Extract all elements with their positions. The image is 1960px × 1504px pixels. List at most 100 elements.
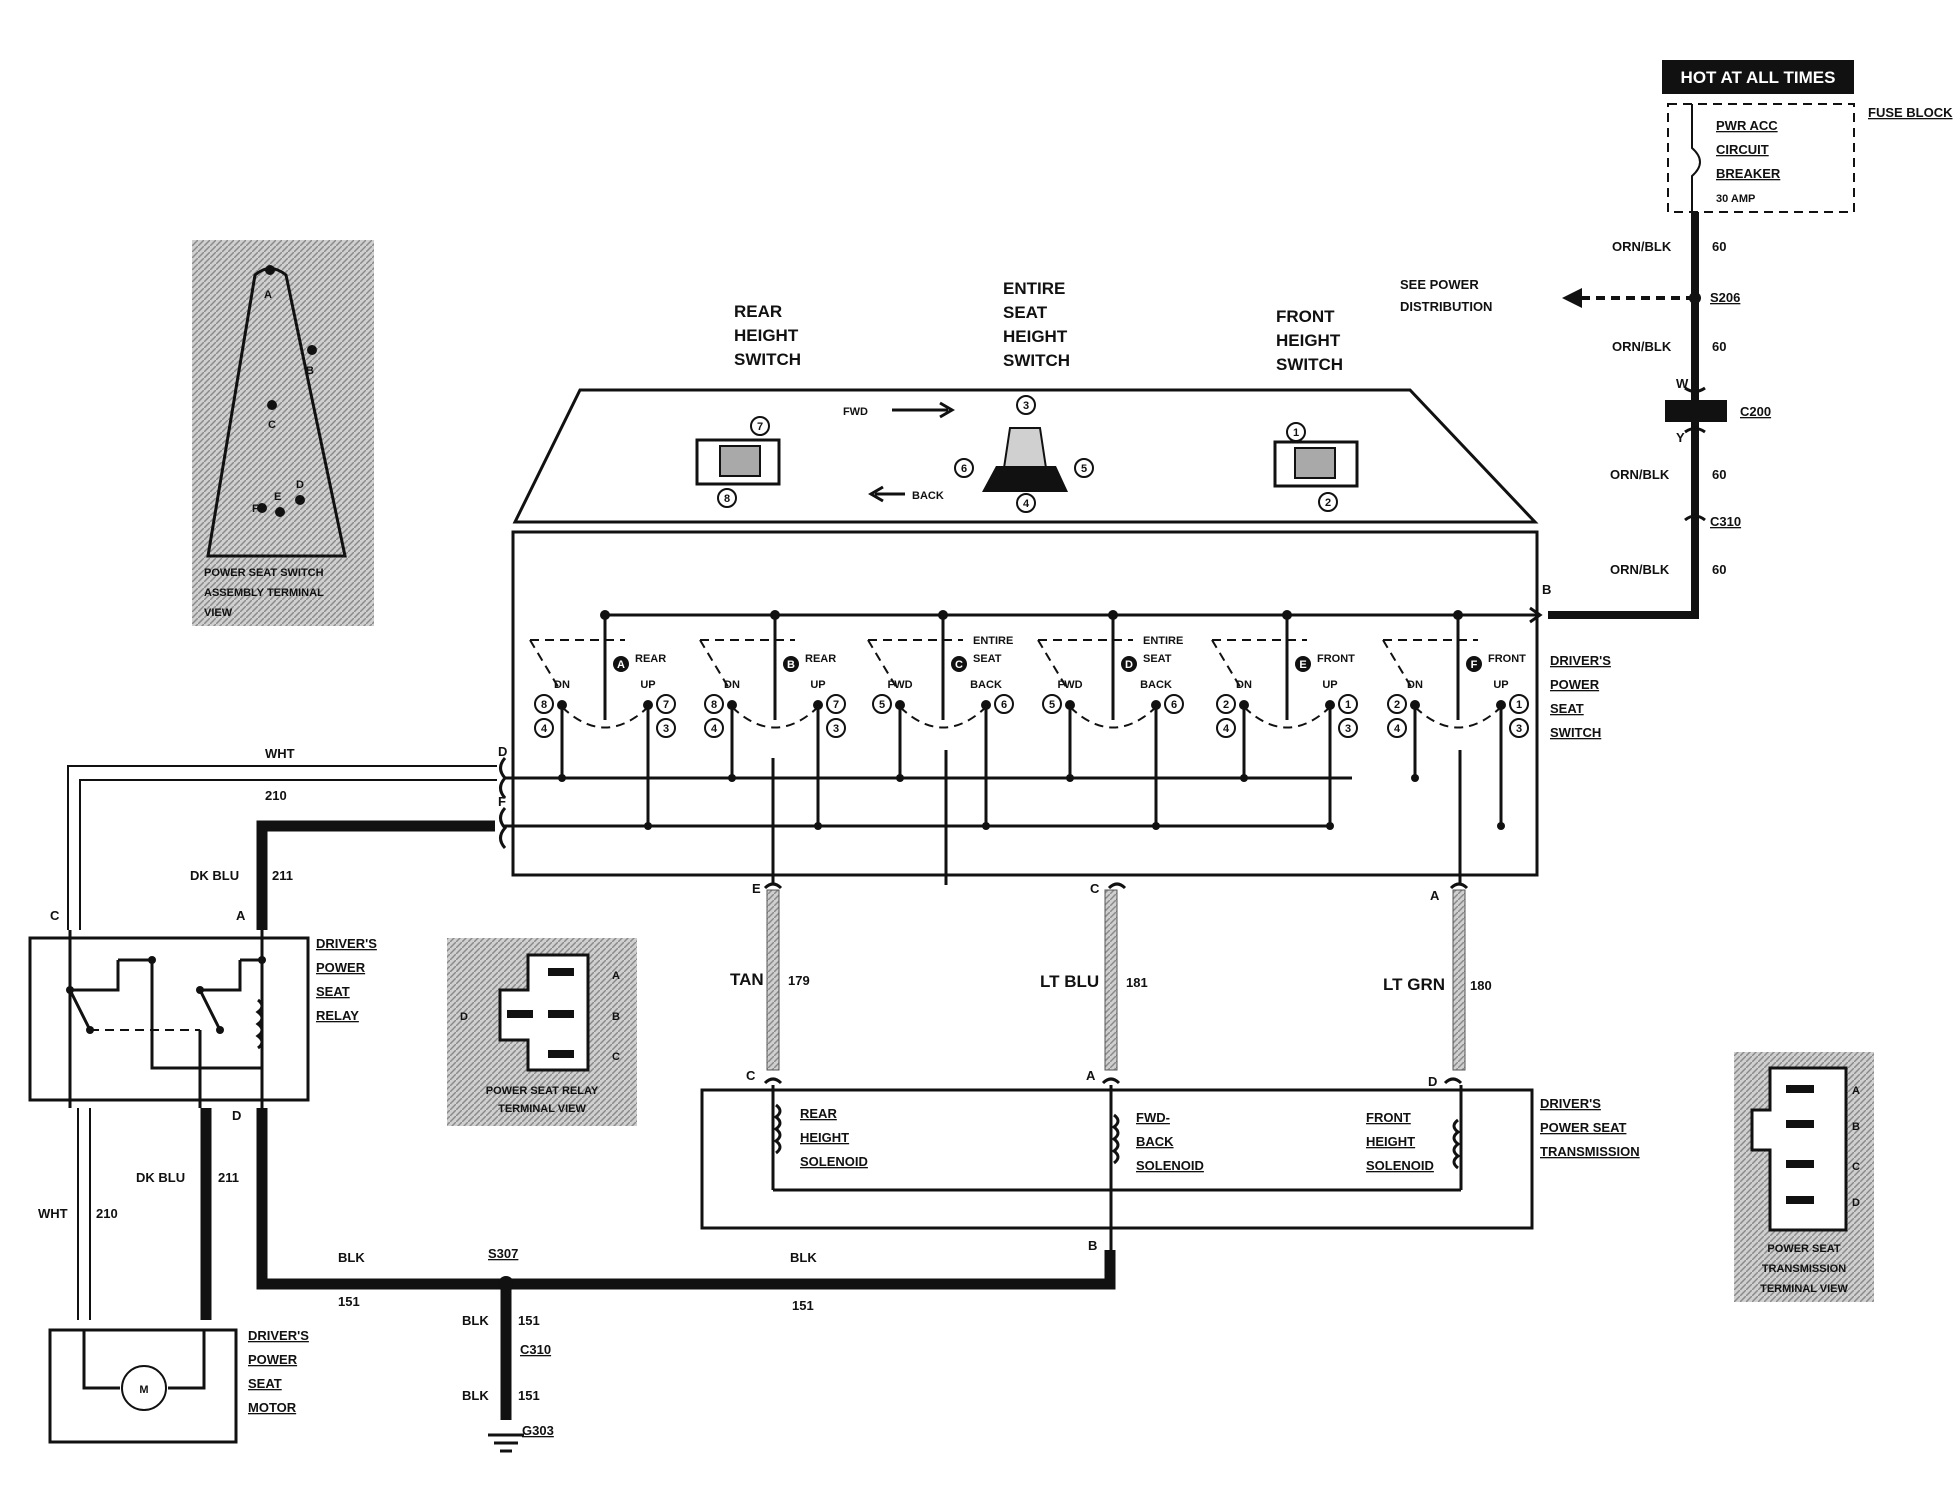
svg-text:POWER SEAT RELAY: POWER SEAT RELAY — [486, 1085, 599, 1097]
position-number-circle — [1509, 694, 1529, 714]
svg-text:B: B — [1088, 1238, 1097, 1253]
svg-text:ORN/BLK: ORN/BLK — [1610, 467, 1670, 482]
contact-left-label: DN — [554, 679, 570, 691]
svg-text:1: 1 — [1293, 427, 1299, 439]
position-number-circle — [1042, 694, 1062, 714]
position-number: 2 — [1223, 699, 1229, 711]
svg-text:DRIVER'S: DRIVER'S — [1540, 1096, 1601, 1111]
svg-text:B: B — [306, 365, 314, 377]
position-number-circle — [1387, 694, 1407, 714]
position-number: 6 — [1001, 699, 1007, 711]
svg-text:A: A — [236, 908, 246, 923]
svg-text:B: B — [1852, 1121, 1860, 1133]
svg-text:POWER: POWER — [316, 960, 366, 975]
contact-right-label: UP — [1322, 679, 1337, 691]
position-number-circle — [1216, 694, 1236, 714]
svg-text:HEIGHT: HEIGHT — [1003, 327, 1068, 346]
position-number: 3 — [833, 723, 839, 735]
svg-text:FRONT: FRONT — [1366, 1110, 1411, 1125]
svg-text:SOLENOID: SOLENOID — [1136, 1158, 1204, 1173]
svg-text:4: 4 — [1023, 498, 1030, 510]
wire-blk-151 — [256, 1108, 1116, 1290]
position-number: 8 — [711, 699, 717, 711]
svg-text:210: 210 — [265, 788, 287, 803]
svg-text:60: 60 — [1712, 562, 1726, 577]
contact-link — [1211, 639, 1307, 691]
contact-name: REAR — [805, 653, 836, 665]
svg-text:TERMINAL VIEW: TERMINAL VIEW — [1760, 1283, 1848, 1295]
contact-right-label: UP — [1493, 679, 1508, 691]
rear-height-solenoid-coil — [773, 1103, 782, 1155]
fuse-block-label: FUSE BLOCK — [1868, 105, 1953, 120]
fwd-arrow-icon — [892, 401, 955, 419]
front-height-rocker — [1273, 440, 1359, 488]
contact-link — [529, 639, 625, 691]
svg-text:SWITCH: SWITCH — [734, 350, 801, 369]
ground-icon — [488, 1433, 524, 1453]
bus-node — [982, 822, 990, 830]
contact-travel — [561, 706, 649, 729]
position-number: 4 — [541, 723, 548, 735]
position-number-circle — [1338, 694, 1358, 714]
switch-terminal-view — [192, 240, 374, 626]
splice-s206-label: S206 — [1710, 290, 1740, 305]
svg-text:ASSEMBLY TERMINAL: ASSEMBLY TERMINAL — [204, 587, 324, 599]
bus-node — [938, 610, 948, 620]
svg-text:CIRCUIT: CIRCUIT — [1716, 142, 1769, 157]
contact-right-label: UP — [640, 679, 655, 691]
position-number: 3 — [1345, 723, 1351, 735]
svg-text:6: 6 — [961, 463, 967, 475]
contact-letter: E — [1299, 659, 1306, 671]
svg-text:ORN/BLK: ORN/BLK — [1612, 239, 1672, 254]
wire-wht-210-upper — [67, 765, 497, 930]
ground-g303-label: G303 — [522, 1423, 554, 1438]
position-number-circle — [656, 718, 676, 738]
contact-letter: B — [787, 659, 795, 671]
contact-letter: A — [617, 659, 625, 671]
svg-text:5: 5 — [1081, 463, 1087, 475]
contact-name: SEAT — [973, 653, 1002, 665]
position-number: 5 — [1049, 699, 1055, 711]
motor-icon — [121, 1365, 167, 1411]
contact-left-label: DN — [724, 679, 740, 691]
svg-text:E: E — [752, 881, 761, 896]
circuit-breaker-symbol — [1691, 104, 1701, 212]
svg-text:WHT: WHT — [265, 746, 295, 761]
svg-text:SOLENOID: SOLENOID — [800, 1154, 868, 1169]
svg-text:W: W — [1676, 376, 1689, 391]
svg-text:BREAKER: BREAKER — [1716, 166, 1781, 181]
back-arrow-icon — [868, 485, 905, 503]
position-number: 4 — [1223, 723, 1230, 735]
contact-left-label: DN — [1236, 679, 1252, 691]
svg-text:REAR: REAR — [734, 302, 782, 321]
svg-text:C: C — [1090, 881, 1100, 896]
svg-text:FWD: FWD — [843, 406, 868, 418]
svg-text:SOLENOID: SOLENOID — [1366, 1158, 1434, 1173]
svg-text:SEAT: SEAT — [248, 1376, 282, 1391]
svg-text:HEIGHT: HEIGHT — [800, 1130, 849, 1145]
svg-text:HEIGHT: HEIGHT — [734, 326, 799, 345]
fuse-block: FUSE BLOCK PWR ACC CIRCUIT BREAKER 30 AM… — [1667, 103, 1953, 213]
contact-name: REAR — [635, 653, 666, 665]
bus-node — [644, 822, 652, 830]
position-number: 3 — [1516, 723, 1522, 735]
connector-c310-feed-label: C310 — [1710, 514, 1741, 529]
contact-letter-badge — [783, 656, 799, 672]
svg-text:181: 181 — [1126, 975, 1148, 990]
svg-text:FWD-: FWD- — [1136, 1110, 1170, 1125]
svg-text:C: C — [1852, 1161, 1860, 1173]
panel-position-numbers: 7 8 3 6 5 4 1 2 — [717, 395, 1338, 513]
svg-text:TAN: TAN — [730, 970, 764, 989]
svg-text:SWITCH: SWITCH — [1276, 355, 1343, 374]
bus-node — [1066, 774, 1074, 782]
splice-s307-label: S307 — [488, 1246, 518, 1261]
contact-left-label: FWD — [887, 679, 912, 691]
svg-text:POWER: POWER — [248, 1352, 298, 1367]
svg-text:POWER: POWER — [1550, 677, 1600, 692]
wire-lt-grn-180 — [1452, 889, 1466, 1071]
svg-text:60: 60 — [1712, 467, 1726, 482]
contact-name: FRONT — [1488, 653, 1526, 665]
fwd-back-solenoid-coil — [1111, 1113, 1120, 1165]
position-number-circle — [1509, 718, 1529, 738]
bus-node — [1240, 774, 1248, 782]
